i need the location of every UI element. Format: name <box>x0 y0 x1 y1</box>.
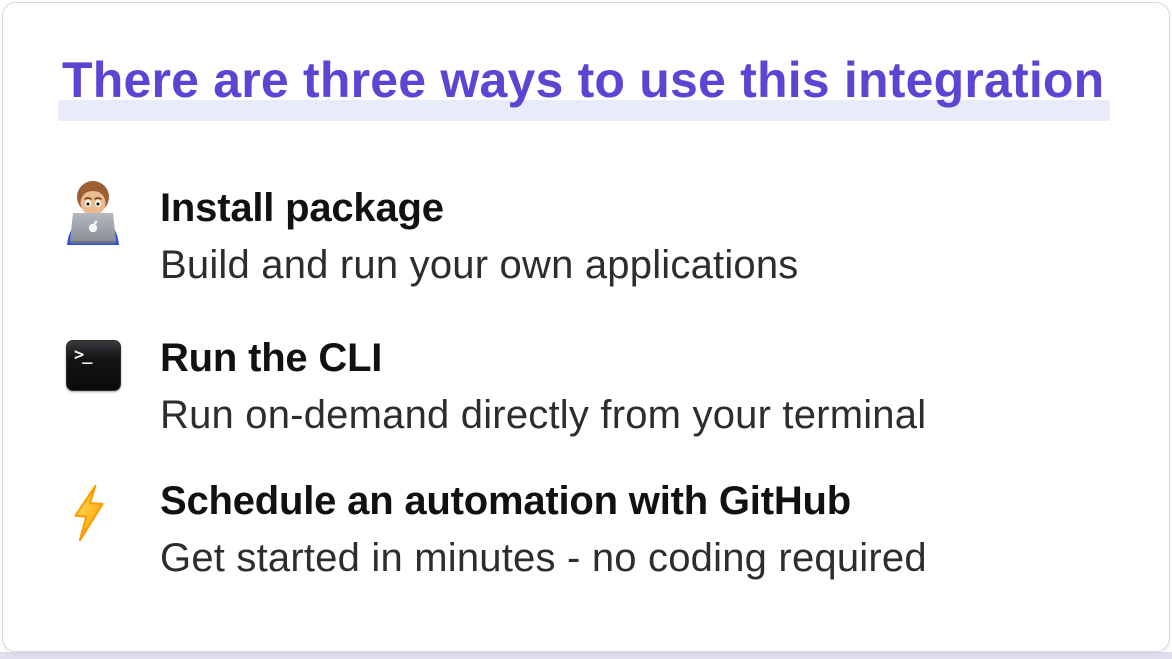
item-heading: Schedule an automation with GitHub <box>160 479 851 523</box>
terminal-emoji-icon: >_ <box>66 340 121 391</box>
title-highlight-band <box>58 100 1111 121</box>
terminal-prompt-glyph: >_ <box>74 345 92 365</box>
list-item-run-cli: Run the CLI Run on-demand directly from … <box>160 338 926 435</box>
technologist-emoji-icon <box>63 179 123 247</box>
list-item-schedule-automation: Schedule an automation with GitHub Get s… <box>160 481 927 578</box>
item-heading: Install package <box>160 186 444 230</box>
item-description: Get started in minutes - no coding requi… <box>160 536 927 580</box>
item-description: Run on-demand directly from your termina… <box>160 393 927 437</box>
slide-title-wrap: There are three ways to use this integra… <box>58 52 1111 121</box>
page-background-strip <box>0 652 1172 659</box>
list-item-install-package: Install package Build and run your own a… <box>160 188 799 285</box>
item-description: Build and run your own applications <box>160 243 799 287</box>
lightning-bolt-emoji-icon <box>71 483 107 543</box>
slide-title: There are three ways to use this integra… <box>62 52 1105 108</box>
item-heading: Run the CLI <box>160 336 383 380</box>
